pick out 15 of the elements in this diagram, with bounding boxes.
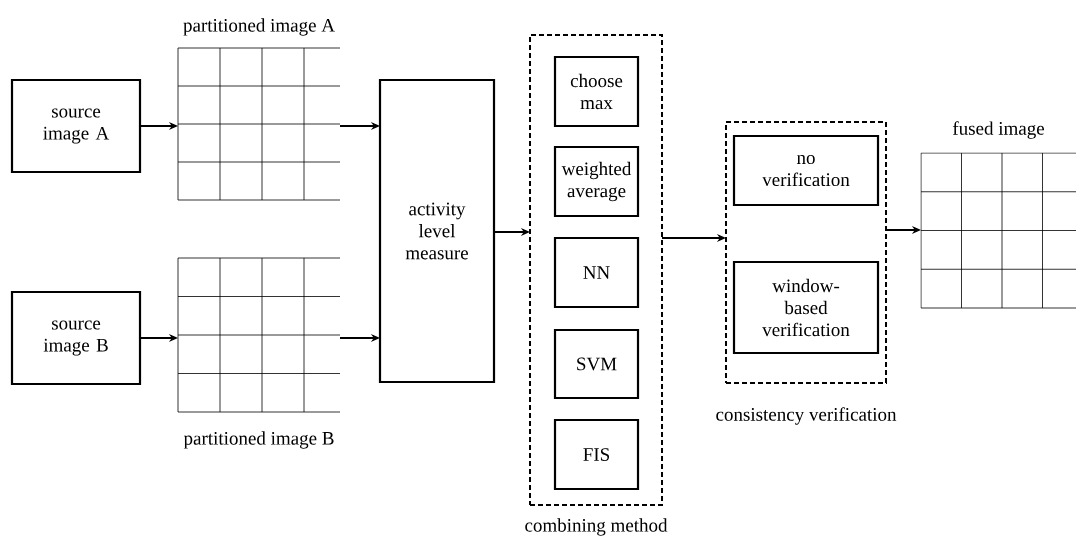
process-box: choose max — [553, 55, 640, 128]
process-box: source image A — [10, 78, 142, 174]
process-box: SVM — [553, 328, 640, 400]
heading: partitioned image B — [183, 431, 334, 449]
process-box: weighted average — [553, 145, 640, 218]
process-box: window-based verification — [732, 260, 880, 355]
process-box: FIS — [553, 418, 640, 491]
heading: combining method — [525, 518, 668, 536]
heading: partitioned image A — [183, 18, 335, 36]
process-box: source image B — [10, 290, 142, 386]
heading: consistency verification — [716, 407, 897, 425]
heading: fused image — [952, 121, 1045, 139]
process-box: activity level measure — [378, 78, 496, 384]
process-box: NN — [553, 236, 640, 309]
process-box: no verification — [732, 134, 880, 207]
